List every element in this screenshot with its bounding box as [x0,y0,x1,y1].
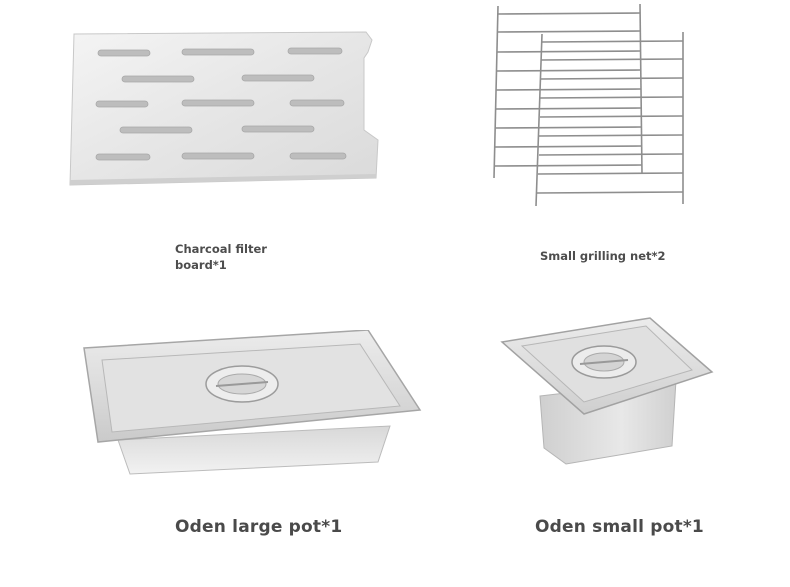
oden-large-pot-label: Oden large pot*1 [175,517,343,537]
charcoal-filter-board-image [66,30,386,190]
oden-large-pot-image [78,330,424,478]
charcoal-filter-board-label: Charcoal filter board*1 [175,241,267,273]
small-grilling-net-image [490,2,690,208]
oden-small-pot-label: Oden small pot*1 [535,517,704,537]
oden-small-pot-image [500,316,714,466]
small-grilling-net-label: Small grilling net*2 [540,249,666,263]
label-line-2: board*1 [175,258,227,272]
label-line-1: Charcoal filter [175,242,267,256]
